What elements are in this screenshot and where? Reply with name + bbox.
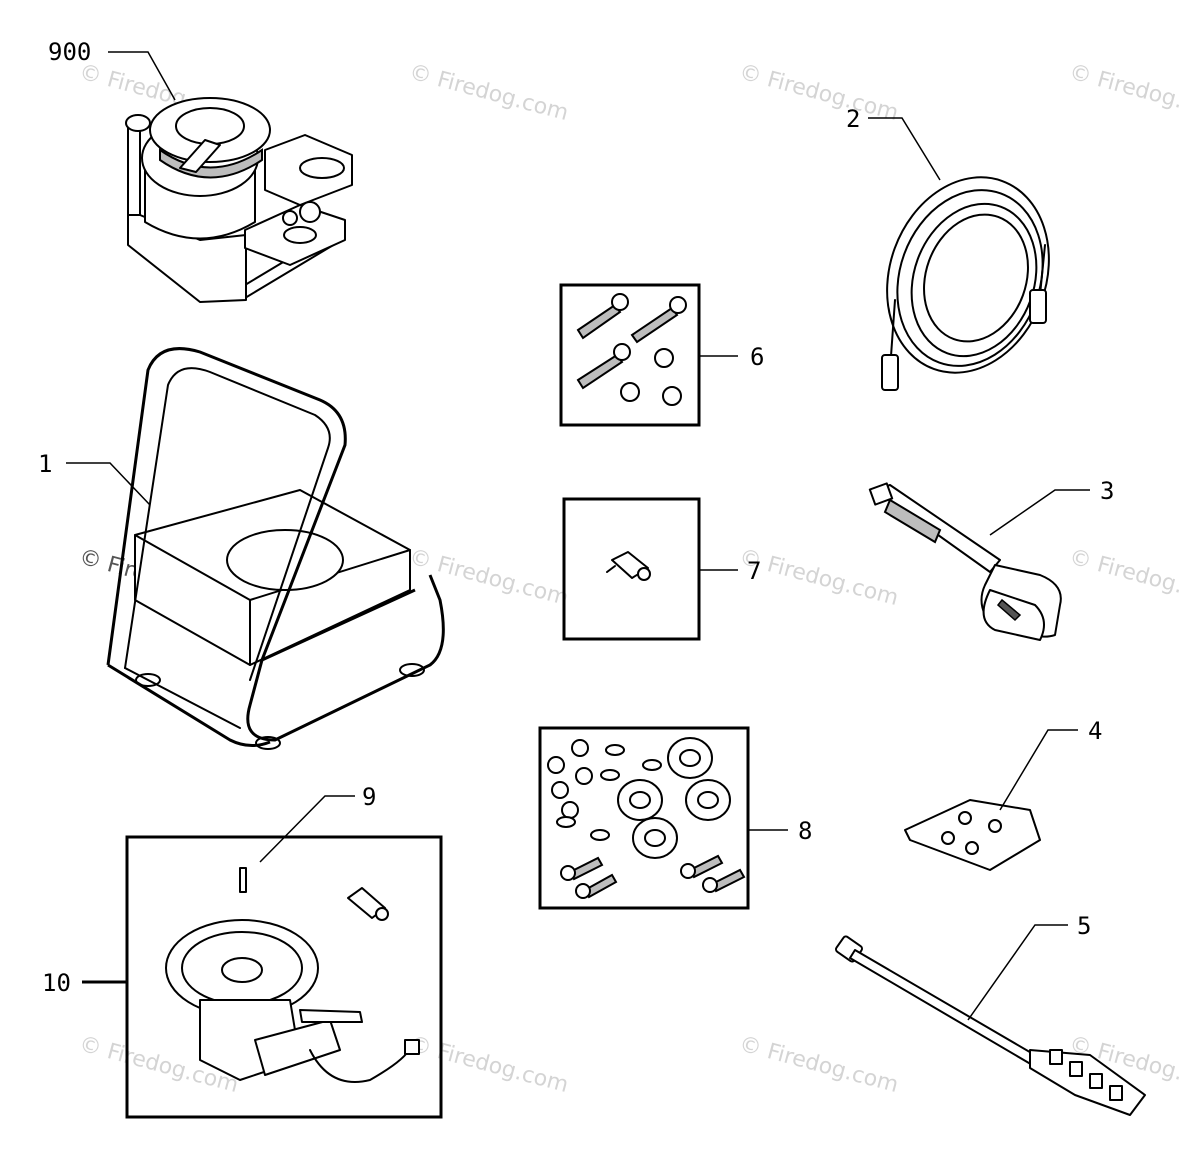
callout-900: 900 bbox=[48, 38, 91, 66]
callout-7: 7 bbox=[747, 557, 761, 585]
wheels bbox=[617, 737, 731, 859]
bolt bbox=[576, 343, 631, 390]
callout-6: 6 bbox=[750, 343, 764, 371]
bolt bbox=[576, 293, 629, 340]
callout-9: 9 bbox=[362, 783, 376, 811]
engine-part-900 bbox=[125, 97, 353, 303]
callout-1: 1 bbox=[38, 450, 52, 478]
nut bbox=[654, 348, 674, 368]
callout-5: 5 bbox=[1077, 912, 1091, 940]
callout-10: 10 bbox=[42, 969, 71, 997]
watermark: © Firedog.com bbox=[406, 1032, 571, 1098]
kit-box-part-7 bbox=[562, 497, 701, 641]
callout-3: 3 bbox=[1100, 477, 1114, 505]
frame-part-1 bbox=[106, 347, 445, 750]
nut bbox=[620, 382, 640, 402]
watermark: © Firedog.com bbox=[736, 1032, 901, 1098]
hose-part-2 bbox=[881, 176, 1050, 391]
callout-8: 8 bbox=[798, 817, 812, 845]
kit-box-part-8 bbox=[538, 726, 750, 910]
bolts bbox=[560, 854, 746, 899]
kit-box-part-6 bbox=[559, 283, 701, 427]
wand-part-5 bbox=[835, 935, 1146, 1116]
kit-box-part-10 bbox=[125, 835, 443, 1119]
spray-gun-part-3 bbox=[868, 482, 1062, 641]
watermark: © Firedog.com bbox=[736, 60, 901, 126]
watermark: © Firedog.com bbox=[1066, 545, 1180, 611]
bolt bbox=[630, 296, 687, 344]
nut bbox=[662, 386, 682, 406]
watermark: © Firedog.com bbox=[1066, 60, 1180, 126]
watermark: © Firedog.com bbox=[406, 60, 571, 126]
callout-2: 2 bbox=[846, 105, 860, 133]
nuts-washers bbox=[547, 739, 662, 841]
leader-lines bbox=[66, 51, 1090, 1021]
callout-4: 4 bbox=[1088, 717, 1102, 745]
pin-part-9 bbox=[239, 867, 247, 893]
hardware-bag-part-4 bbox=[904, 799, 1041, 871]
callout-labels: 900 1 2 3 4 5 6 7 8 9 10 bbox=[38, 38, 1114, 997]
